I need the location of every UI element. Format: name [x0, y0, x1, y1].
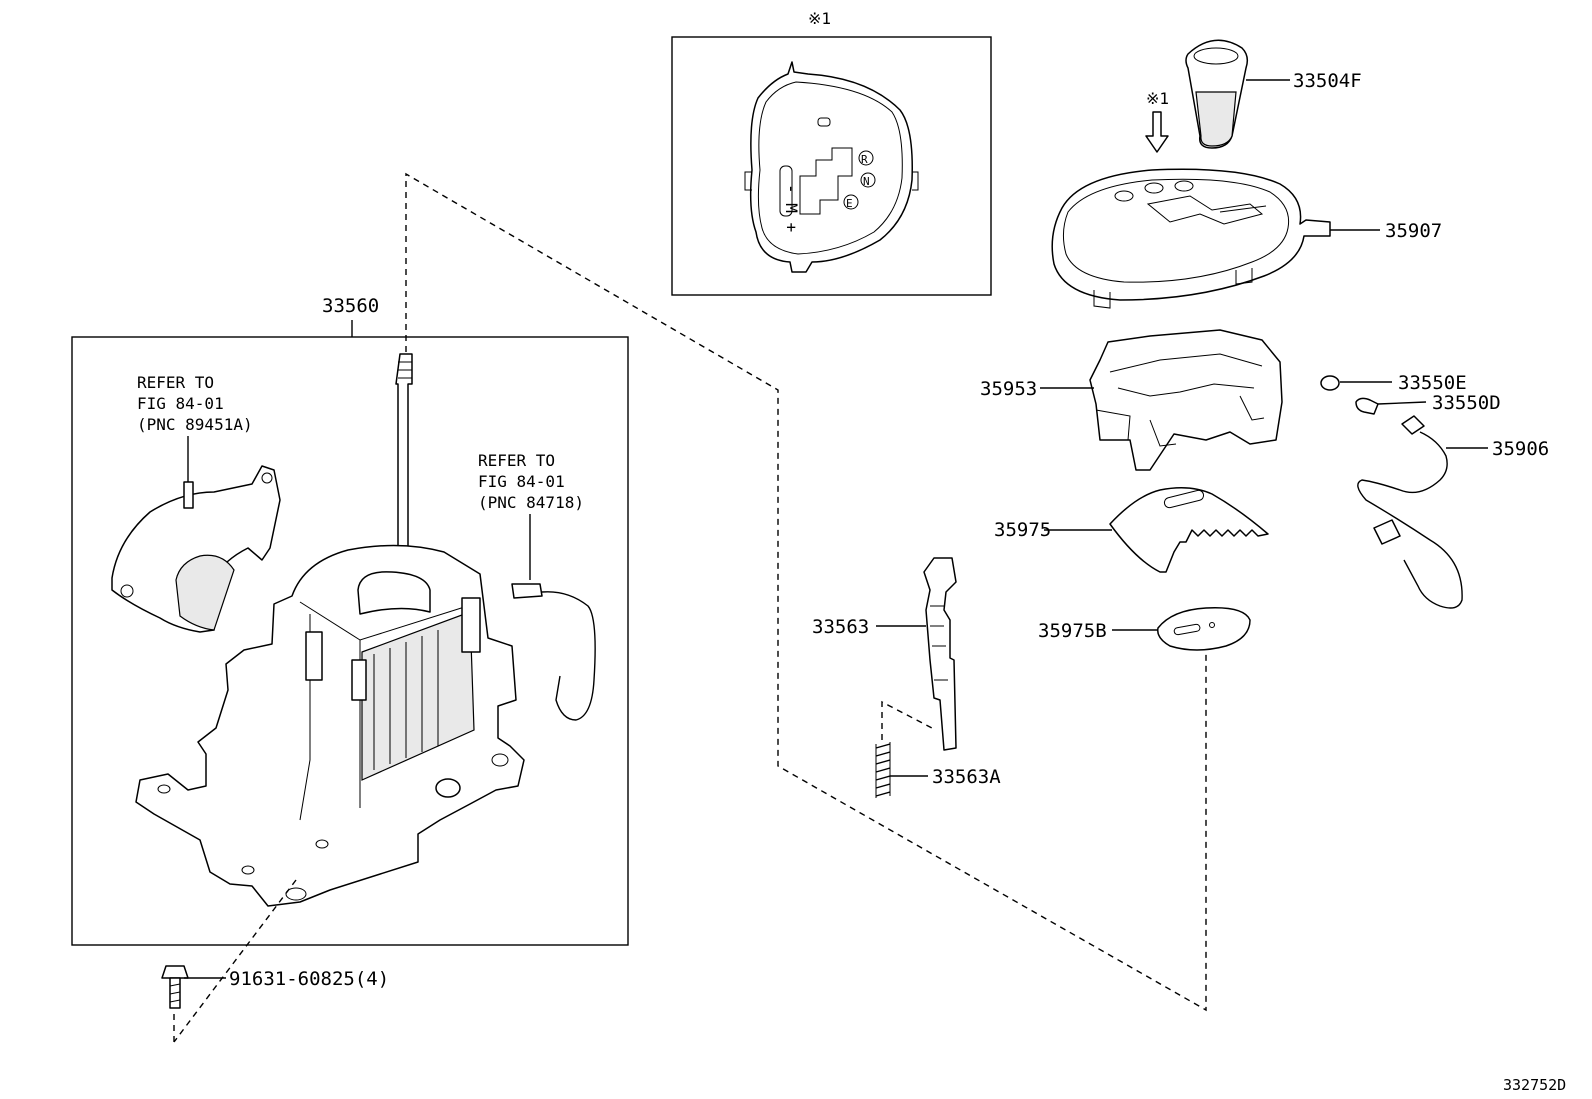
- label-33504F: 33504F: [1293, 70, 1362, 92]
- bulb-socket-wire: 35906: [1357, 415, 1549, 609]
- reference-1-line-1: REFER TO: [137, 373, 214, 392]
- reference-1-line-2: FIG 84-01: [137, 394, 224, 413]
- reference-1-line-3: (PNC 89451A): [137, 415, 253, 434]
- gate-letter-e: E: [846, 197, 853, 210]
- label-33563A: 33563A: [932, 766, 1001, 788]
- inset-frame: [671, 36, 992, 296]
- gate-letter-r: R: [861, 153, 868, 166]
- assembly-dashed-lines: [173, 172, 1207, 1043]
- view-arrow: ※1: [1145, 89, 1169, 153]
- label-91631: 91631-60825(4): [229, 968, 389, 990]
- label-35907: 35907: [1385, 220, 1442, 242]
- shift-lock-connector: [511, 583, 543, 599]
- manual-gate-slot: [779, 165, 793, 217]
- inset-marker: ※1: [808, 9, 831, 28]
- reference-2-line-2: FIG 84-01: [478, 472, 565, 491]
- slide-plate: 35975B: [1038, 607, 1251, 651]
- detent-lever: 33563: [812, 557, 957, 751]
- indicator-housing: 35907: [1051, 168, 1442, 309]
- label-33563: 33563: [812, 616, 869, 638]
- shift-lever-assembly: 33560 REFER TO FIG 84-01 (PNC 89451A) RE…: [71, 295, 629, 946]
- label-35975B: 35975B: [1038, 620, 1107, 642]
- diagram-code: 332752D: [1503, 1076, 1566, 1094]
- manual-gate-label: - M +: [782, 184, 801, 232]
- shift-knob: 33504F: [1185, 39, 1362, 149]
- label-35975: 35975: [994, 519, 1051, 541]
- assembly-frame: [71, 336, 629, 946]
- arrow-marker: ※1: [1146, 89, 1169, 108]
- indicator-bracket: 35953: [980, 329, 1283, 471]
- shift-plate-outline: [749, 61, 913, 273]
- bulb-e: 33550E: [1320, 372, 1467, 394]
- detent-spring: 33563A: [875, 700, 1001, 798]
- gate-letter-n: N: [863, 175, 870, 188]
- label-35953: 35953: [980, 378, 1037, 400]
- mounting-bolt: 91631-60825(4): [161, 965, 389, 1009]
- label-33550E: 33550E: [1398, 372, 1467, 394]
- slide-cover: 35975: [994, 487, 1269, 573]
- label-33550D: 33550D: [1432, 392, 1501, 414]
- label-33560: 33560: [322, 295, 379, 317]
- reference-2-line-1: REFER TO: [478, 451, 555, 470]
- bulb-d: 33550D: [1355, 392, 1501, 415]
- reference-2-line-3: (PNC 84718): [478, 493, 584, 512]
- inset-shift-plate-view: ※1 - M + R N E: [671, 9, 992, 296]
- label-35906: 35906: [1492, 438, 1549, 460]
- shift-lever-rod: [395, 353, 413, 571]
